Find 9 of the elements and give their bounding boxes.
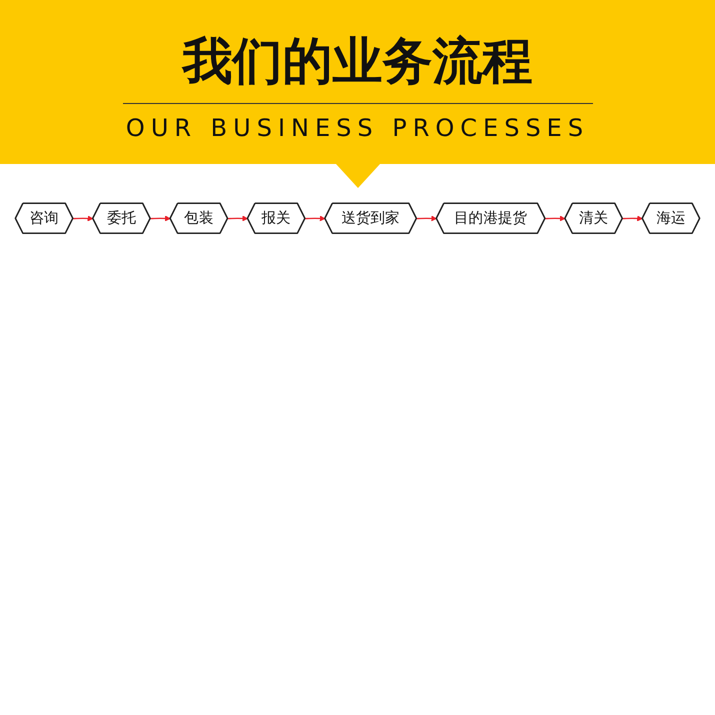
arrow <box>150 216 171 222</box>
arrow <box>416 216 437 222</box>
arrow <box>73 216 94 222</box>
title: 我们的业务流程 <box>122 28 592 104</box>
arrow <box>305 216 326 222</box>
arrow <box>622 216 643 222</box>
subtitle: OUR BUSINESS PROCESSES <box>126 114 590 142</box>
arrow <box>228 216 248 222</box>
arrow <box>545 216 566 222</box>
